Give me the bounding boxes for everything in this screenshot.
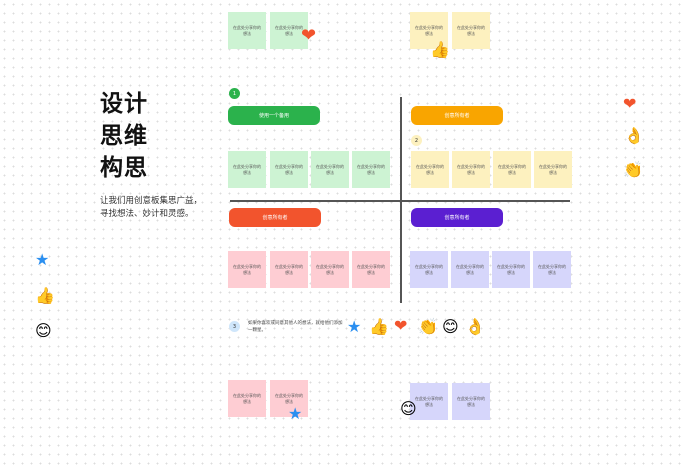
smile-icon[interactable]: 😊 [400, 399, 417, 418]
sticky-note[interactable]: 在此处分享你的想法 [493, 151, 531, 188]
sticky-note[interactable]: 在此处分享你的想法 [311, 251, 349, 288]
star-icon[interactable]: ★ [347, 317, 362, 336]
clap-icon[interactable]: 👏 [623, 160, 643, 179]
red-section-button[interactable]: 创意所有者 [229, 208, 321, 227]
sticky-note[interactable]: 在此处分享你的想法 [311, 151, 349, 188]
sticky-note[interactable]: 在此处分享你的想法 [228, 251, 266, 288]
title-line: 构思 [100, 155, 148, 181]
sticky-note[interactable]: 在此处分享你的想法 [452, 383, 490, 420]
sticky-note[interactable]: 在此处分享你的想法 [352, 151, 390, 188]
sticky-note[interactable]: 在此处分享你的想法 [352, 251, 390, 288]
star-icon[interactable]: ★ [288, 404, 303, 423]
smile-icon[interactable]: 😊 [35, 321, 52, 340]
step3-instructions: 如果你喜欢或同意其他人的想法，就给他们添加一颗星。 [248, 321, 343, 333]
title-line: 思维 [100, 123, 148, 149]
sticky-note[interactable]: 在此处分享你的想法 [410, 12, 448, 49]
purple-section-button[interactable]: 创意所有者 [411, 208, 503, 227]
star-icon[interactable]: ★ [35, 250, 50, 269]
green-section-button[interactable]: 使用一个备用 [228, 106, 320, 125]
sticky-note[interactable]: 在此处分享你的想法 [452, 12, 490, 49]
sticky-note[interactable]: 在此处分享你的想法 [452, 151, 490, 188]
sticky-note[interactable]: 在此处分享你的想法 [270, 380, 308, 417]
clap-icon[interactable]: 👏 [418, 317, 438, 336]
horizontal-divider [230, 200, 570, 202]
sticky-note[interactable]: 在此处分享你的想法 [228, 151, 266, 188]
sticky-note[interactable]: 在此处分享你的想法 [492, 251, 530, 288]
board-title: 设计 思维 构思 [100, 88, 148, 184]
sticky-note[interactable]: 在此处分享你的想法 [410, 251, 448, 288]
sticky-note[interactable]: 在此处分享你的想法 [451, 251, 489, 288]
heart-icon[interactable]: ❤ [623, 94, 637, 113]
heart-icon[interactable]: ❤ [301, 25, 317, 46]
sticky-note[interactable]: 在此处分享你的想法 [270, 251, 308, 288]
thumbs-up-icon[interactable]: 👍 [430, 40, 450, 59]
step-number-3: 3 [229, 321, 240, 332]
smile-icon[interactable]: 😊 [442, 317, 459, 336]
sticky-note[interactable]: 在此处分享你的想法 [533, 251, 571, 288]
step-number-2: 2 [411, 135, 422, 146]
sticky-note[interactable]: 在此处分享你的想法 [228, 12, 266, 49]
sticky-note[interactable]: 在此处分享你的想法 [411, 151, 449, 188]
heart-icon[interactable]: ❤ [394, 316, 408, 335]
thumbs-up-icon[interactable]: 👍 [35, 286, 55, 305]
thumbs-up-icon[interactable]: 👍 [369, 317, 389, 336]
board-subtitle: 让我们用创意板集思广益，寻找想法、妙计和灵感。 [100, 196, 203, 219]
title-line: 设计 [100, 91, 148, 117]
sticky-note[interactable]: 在此处分享你的想法 [270, 12, 308, 49]
ok-hand-icon[interactable]: 👌 [624, 126, 644, 145]
sticky-note[interactable]: 在此处分享你的想法 [410, 383, 448, 420]
sticky-note[interactable]: 在此处分享你的想法 [534, 151, 572, 188]
ok-hand-icon[interactable]: 👌 [465, 317, 485, 336]
sticky-note[interactable]: 在此处分享你的想法 [270, 151, 308, 188]
orange-section-button[interactable]: 创意所有者 [411, 106, 503, 125]
sticky-note[interactable]: 在此处分享你的想法 [228, 380, 266, 417]
step-number-1: 1 [229, 88, 240, 99]
